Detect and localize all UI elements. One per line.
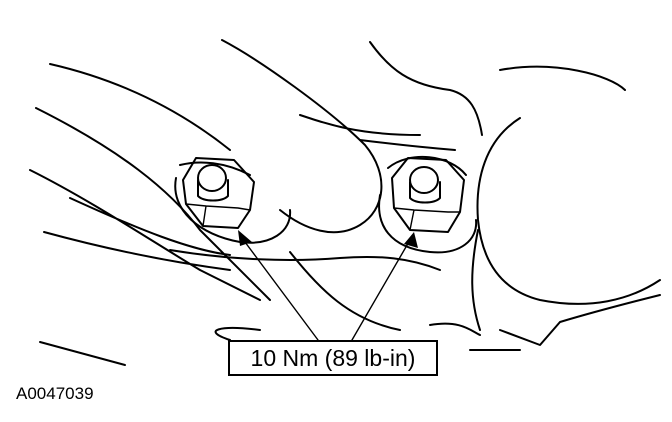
arm-underside xyxy=(299,114,456,151)
torque-spec-label: 10 Nm (89 lb-in) xyxy=(250,344,416,371)
left-nut-facet xyxy=(185,203,251,227)
left-stud-shank xyxy=(197,179,229,202)
leader-arrow-right xyxy=(404,232,418,248)
right-stud-shank xyxy=(409,181,441,204)
base-lines xyxy=(169,249,521,351)
leader-line-left xyxy=(241,237,319,341)
leader-line-right xyxy=(351,239,411,341)
right-stud-end xyxy=(409,166,439,194)
torque-callout-box: 10 Nm (89 lb-in) xyxy=(228,340,438,376)
left-hex-nut xyxy=(182,157,255,229)
lower-left-line xyxy=(39,341,126,366)
leader-arrow-left xyxy=(238,230,252,246)
left-boss xyxy=(174,161,292,244)
right-inner-curve xyxy=(471,229,661,346)
right-body-curve xyxy=(476,65,661,305)
bracket-top-edge xyxy=(369,41,483,136)
right-boss xyxy=(378,155,478,254)
figure-id-label: A0047039 xyxy=(16,384,94,403)
arm-shape xyxy=(221,39,383,234)
left-stud-end xyxy=(197,164,227,192)
left-contour-lines xyxy=(29,63,271,301)
right-hex-nut xyxy=(391,157,465,233)
right-nut-facet xyxy=(393,207,461,231)
